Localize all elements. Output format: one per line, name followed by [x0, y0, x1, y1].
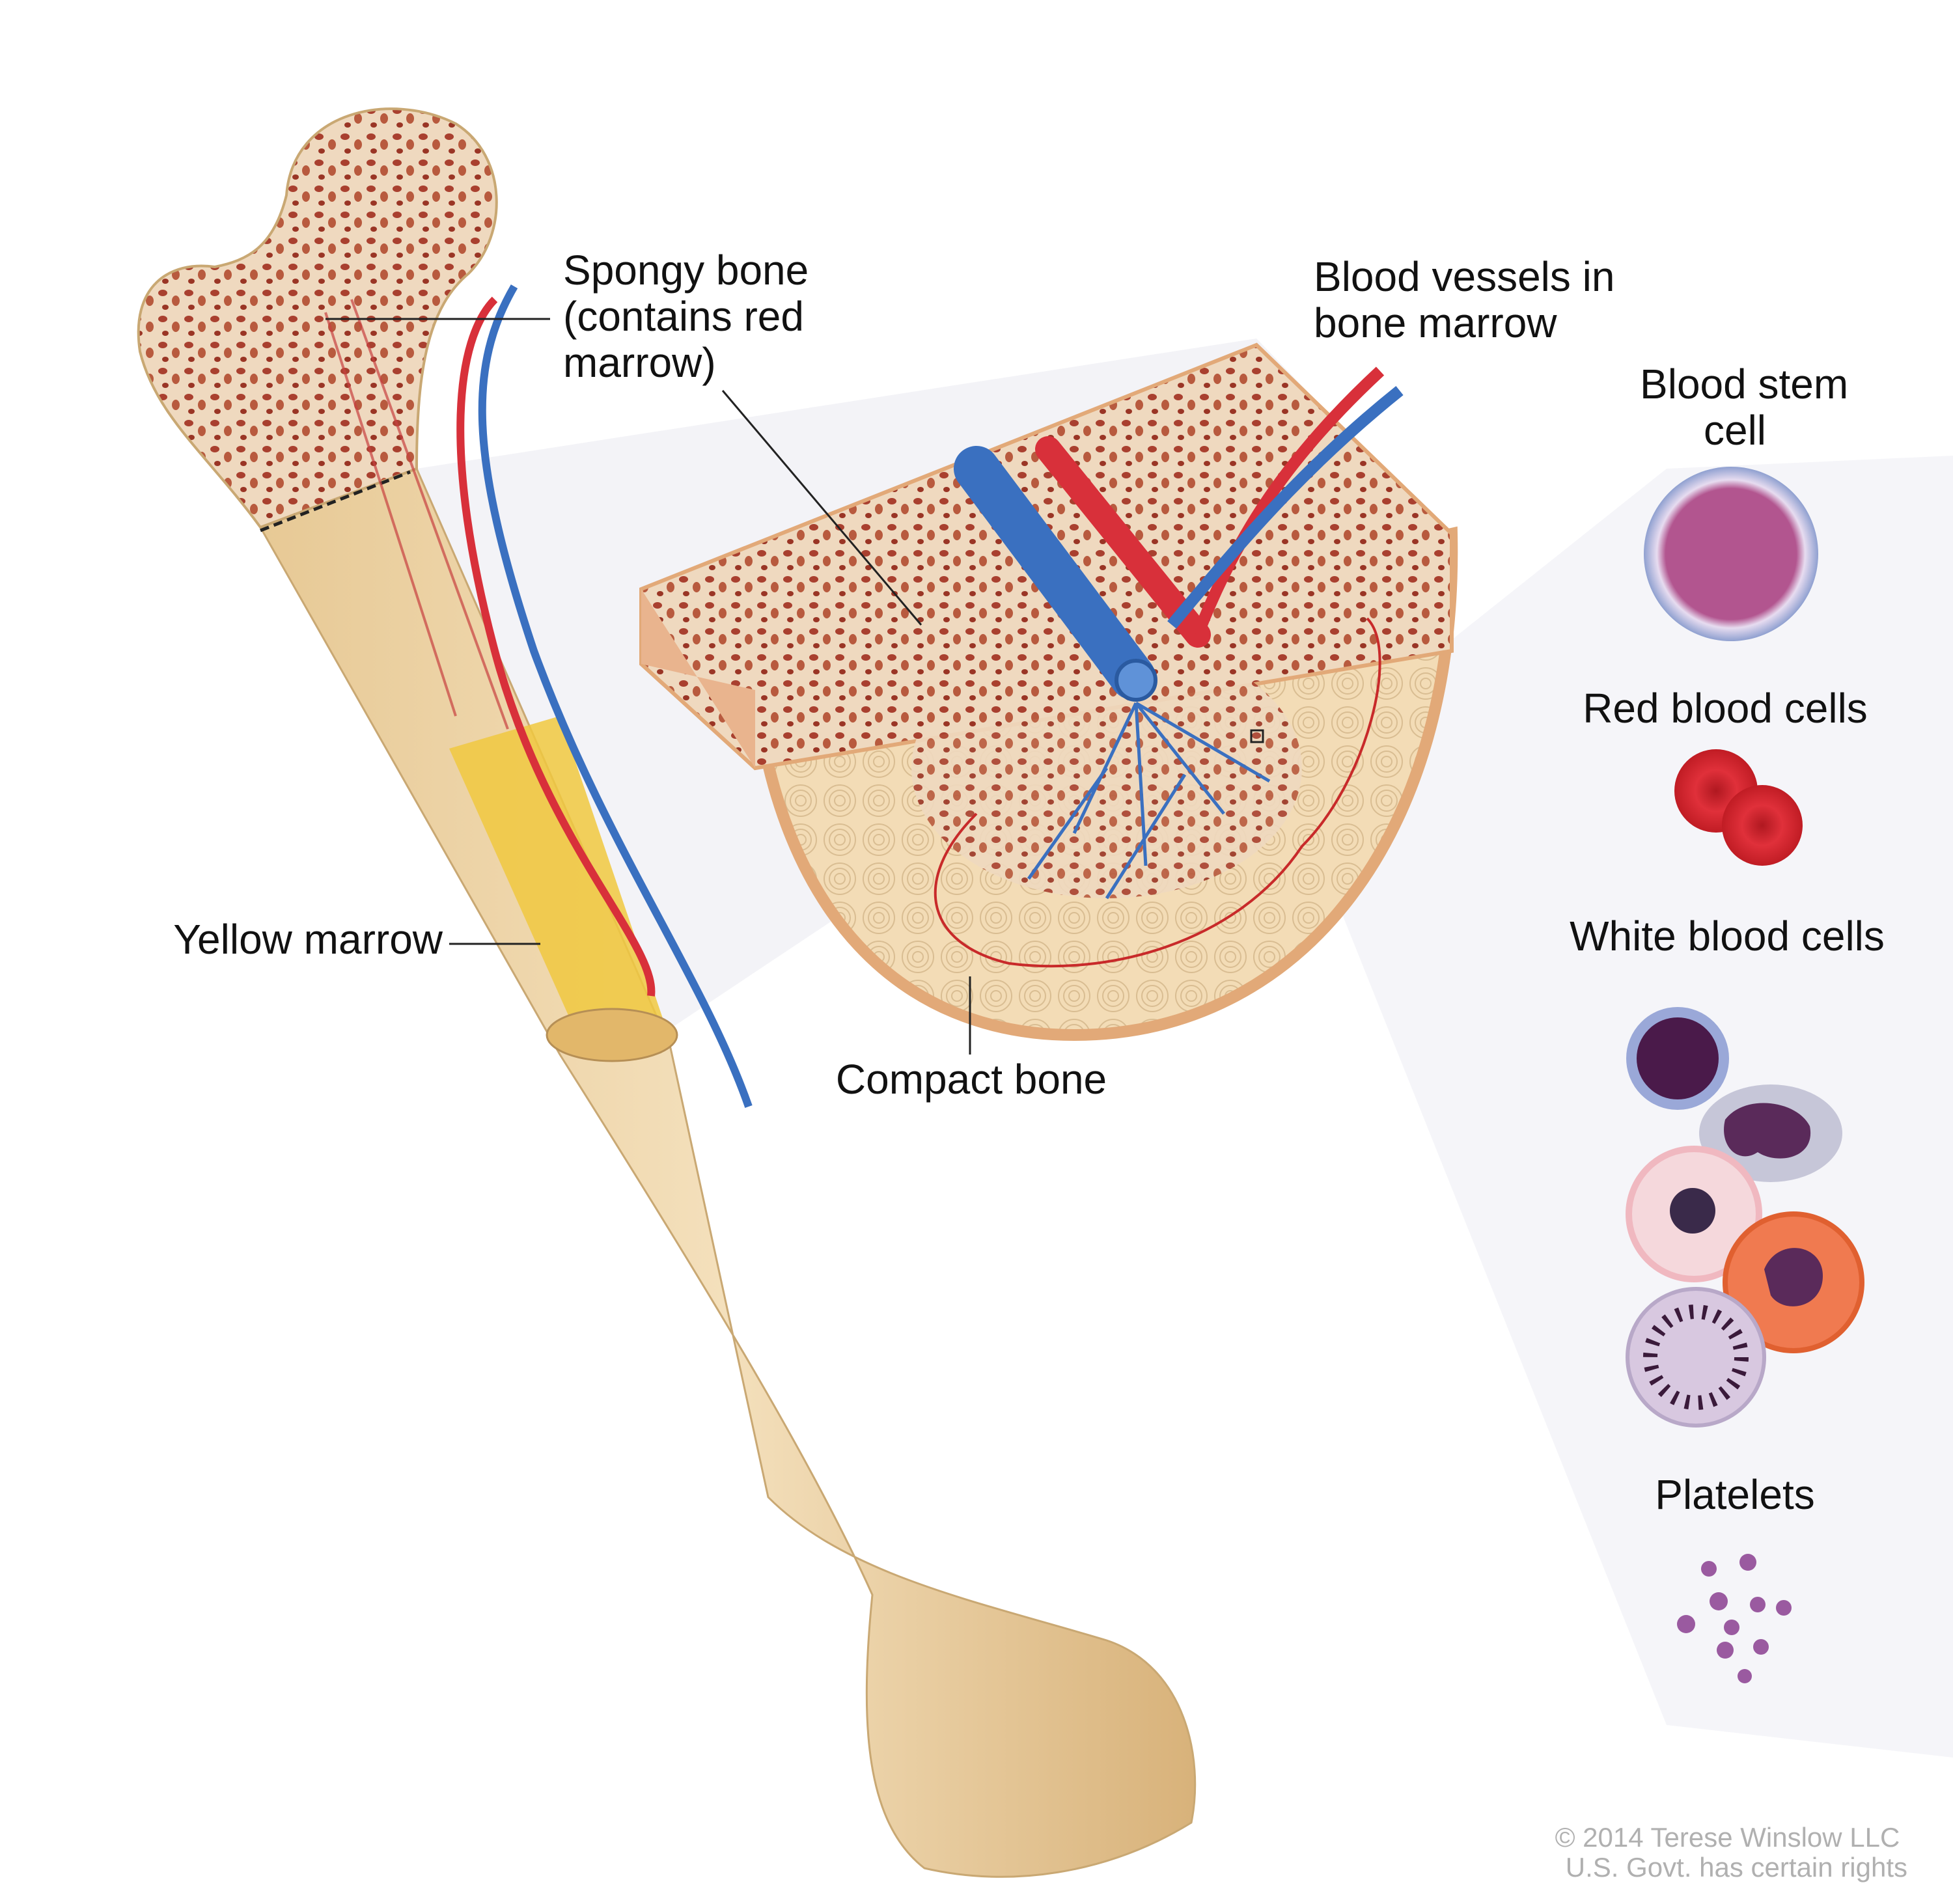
basophil-granules — [1643, 1304, 1749, 1410]
blood-stem-cell — [1644, 467, 1818, 641]
red-blood-cell — [1722, 785, 1803, 866]
neutrophil-nucleus — [1670, 1188, 1715, 1234]
label-blood-stem-cell: Blood stem cell — [1640, 361, 1860, 454]
magnify-wedge-cells — [1315, 456, 1953, 1758]
artery-femur — [456, 296, 656, 997]
label-line: (contains red — [563, 293, 804, 340]
platelet — [1717, 1642, 1734, 1659]
platelet — [1724, 1620, 1739, 1635]
internal-vessels — [324, 299, 509, 730]
label-line: Spongy bone — [563, 247, 809, 294]
lymphocyte — [1626, 1007, 1729, 1110]
vein-femur — [478, 284, 753, 1108]
label-line: cell — [1704, 407, 1766, 454]
label-platelets: Platelets — [1655, 1471, 1814, 1518]
label-line: Blood vessels in — [1314, 253, 1614, 300]
blood-cells — [1626, 467, 1864, 1683]
block-side-face — [641, 589, 755, 768]
leader-spongy-section — [721, 390, 922, 626]
label-red-blood-cells: Red blood cells — [1583, 685, 1868, 732]
platelet — [1701, 1561, 1717, 1577]
label-line: Blood stem — [1640, 361, 1848, 407]
platelet — [1710, 1592, 1728, 1610]
platelets-group — [1677, 1554, 1792, 1683]
vein-exit — [1167, 385, 1404, 629]
artery-large — [1035, 436, 1211, 648]
vein-large — [954, 446, 1156, 700]
section-cut-line — [260, 470, 411, 532]
copyright-line: U.S. Govt. has certain rights — [1566, 1852, 1907, 1883]
copyright-line: © 2014 Terese Winslow LLC — [1555, 1822, 1900, 1853]
platelet — [1677, 1615, 1695, 1633]
capillary-network — [1027, 701, 1271, 900]
platelet — [1750, 1597, 1766, 1612]
yellow-marrow-region — [449, 716, 664, 1055]
label-line: bone marrow — [1314, 299, 1557, 346]
arterial-network — [934, 617, 1381, 968]
magnify-box — [1250, 729, 1264, 743]
platelet — [1776, 1600, 1792, 1616]
shaft-cut-face — [546, 1008, 678, 1062]
label-yellow-marrow: Yellow marrow — [173, 916, 443, 963]
label-compact-bone: Compact bone — [836, 1056, 1107, 1103]
monocyte-nucleus — [1724, 1103, 1811, 1159]
bone-cross-section — [639, 342, 1458, 1042]
platelet — [1739, 1554, 1756, 1571]
label-blood-vessels: Blood vessels in bone marrow — [1314, 253, 1626, 346]
femur-illustration — [137, 107, 1197, 1878]
label-white-blood-cells: White blood cells — [1570, 913, 1885, 959]
artery-exit — [1192, 366, 1385, 637]
platelet — [1753, 1639, 1769, 1655]
label-spongy-bone: Spongy bone (contains red marrow) — [563, 247, 820, 386]
platelet — [1738, 1669, 1752, 1683]
femur-head-spongy-bone — [137, 107, 498, 529]
copyright-notice: © 2014 Terese Winslow LLC U.S. Govt. has… — [1555, 1822, 1907, 1883]
label-line: marrow) — [563, 339, 716, 386]
vein-lumen — [1115, 659, 1157, 702]
eosinophil-nucleus — [1764, 1248, 1823, 1306]
